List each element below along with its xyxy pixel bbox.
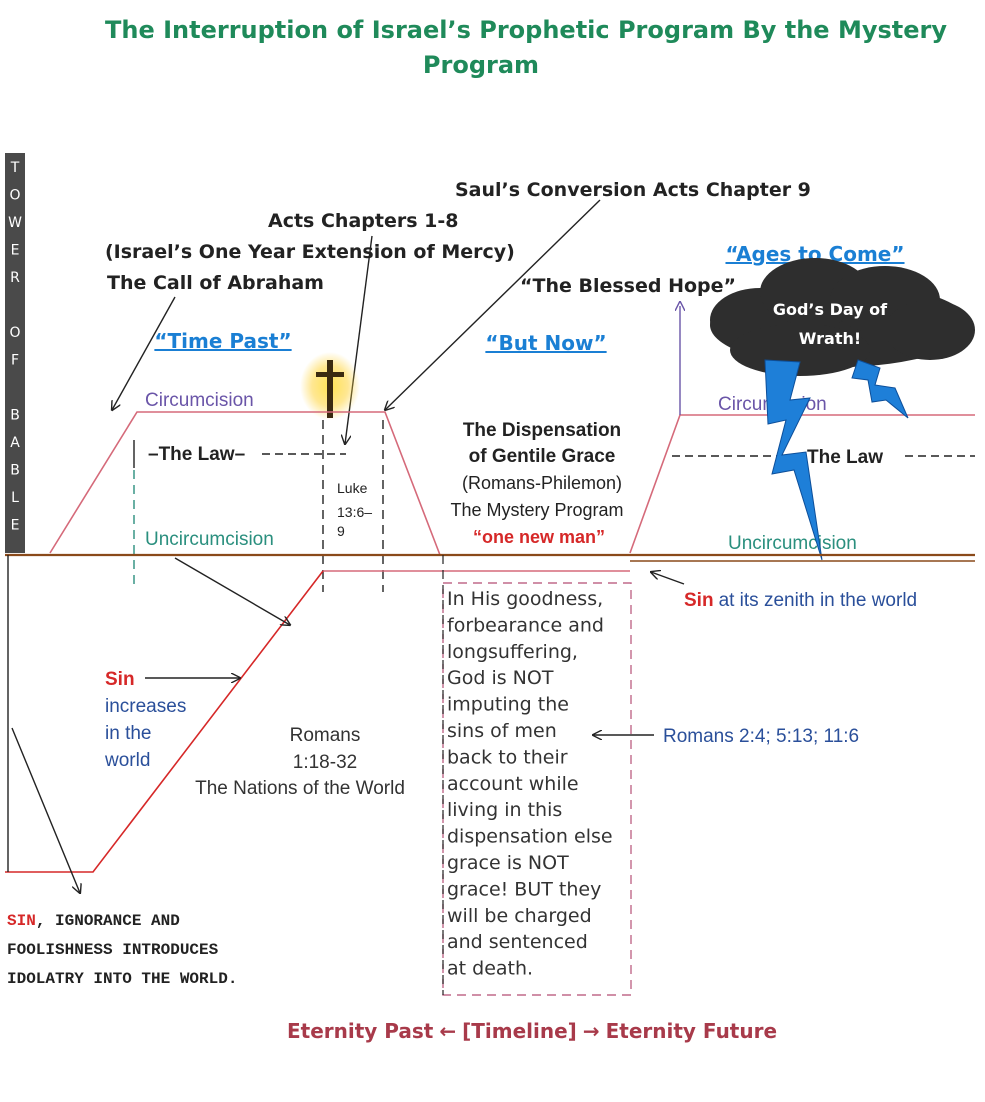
dispensation-line-3: (Romans-Philemon)	[462, 473, 622, 493]
acts-1-8-label: Acts Chapters 1-8	[268, 210, 458, 232]
goodness-box-line: will be charged	[447, 905, 592, 927]
sin-increases-word: Sin	[105, 669, 135, 690]
wrath-cloud-line-1: God’s Day of	[773, 300, 888, 319]
right-arrow-icon: →	[583, 1019, 600, 1043]
sin-rising-line	[5, 570, 324, 873]
tower-letter: E	[11, 243, 20, 259]
time-past-header: “Time Past”	[154, 329, 291, 353]
sin-increases-line-3: in the	[105, 723, 151, 744]
title-line-1: The Interruption of Israel’s Prophetic P…	[105, 16, 947, 44]
tower-to-idolatry-arrow	[11, 727, 80, 893]
law-left-label: –The Law–	[148, 444, 245, 465]
timeline-label: [Timeline]	[462, 1019, 577, 1043]
idolatry-line-1-rest: , IGNORANCE AND	[36, 912, 180, 930]
goodness-box-line: dispensation else	[447, 826, 613, 848]
idolatry-line-1: SIN, IGNORANCE AND	[7, 912, 180, 930]
dispensation-line-1: The Dispensation	[463, 420, 621, 441]
idolatry-sin-word: SIN	[7, 912, 36, 930]
lightning-bolt-small-icon	[851, 359, 909, 419]
left-arrow-icon: ←	[439, 1019, 456, 1043]
lightning-bolt-icon	[764, 359, 823, 561]
circumcision-left-label: Circumcision	[145, 390, 254, 411]
call-of-abraham-label: The Call of Abraham	[107, 272, 324, 294]
tower-letter: W	[8, 215, 22, 231]
sauls-conversion-arrow	[385, 199, 601, 410]
tower-letter: L	[11, 490, 19, 506]
goodness-box-line: grace is NOT	[447, 852, 569, 874]
goodness-box-line: In His goodness,	[447, 588, 603, 610]
wrath-cloud-line-2: Wrath!	[799, 329, 861, 348]
storm-cloud-icon	[710, 258, 975, 376]
tower-letter: B	[10, 408, 20, 424]
goodness-box-line: living in this	[447, 799, 562, 821]
romans-nations-line-3: The Nations of the World	[195, 778, 405, 799]
sin-increases-line-4: world	[104, 750, 150, 771]
goodness-box-line: imputing the	[447, 694, 569, 716]
israel-extension-label: (Israel’s One Year Extension of Mercy)	[105, 241, 515, 263]
goodness-box-text: In His goodness, forbearance and longsuffe…	[447, 588, 613, 980]
tower-of-babel-bar	[5, 153, 25, 553]
goodness-box-line: at death.	[447, 958, 533, 980]
but-now-header: “But Now”	[485, 331, 606, 355]
title-line-2: Program	[423, 51, 539, 79]
sin-zenith-rest: at its zenith in the world	[719, 590, 918, 611]
uncircumcision-to-sin-arrow	[174, 557, 290, 625]
tower-letter: E	[11, 518, 20, 534]
romans-ref-label: Romans 2:4; 5:13; 11:6	[663, 726, 859, 747]
goodness-box-line: back to their	[447, 746, 568, 768]
dispensation-line-2: of Gentile Grace	[469, 446, 616, 467]
sin-increases-line-2: increases	[105, 696, 186, 717]
israel-program-outline-left	[49, 411, 441, 556]
luke-ref-line-3: 9	[337, 523, 345, 539]
sin-zenith-word: Sin	[684, 590, 714, 611]
one-new-man-label: “one new man”	[473, 527, 605, 547]
goodness-box-line: God is NOT	[447, 667, 554, 689]
romans-nations-line-2: 1:18-32	[293, 752, 357, 773]
blessed-hope-label: “The Blessed Hope”	[520, 275, 736, 297]
sin-zenith-arrow	[651, 572, 685, 585]
tower-letter: A	[10, 435, 20, 451]
goodness-box-line: forbearance and	[447, 614, 604, 636]
luke-ref-line-2: 13:6–	[337, 504, 372, 520]
eternity-future-label: Eternity Future	[606, 1019, 777, 1043]
goodness-box-line: grace! BUT they	[447, 878, 601, 900]
romans-nations-line-1: Romans	[290, 725, 361, 746]
tower-letter: F	[11, 353, 19, 369]
tower-letter: B	[10, 463, 20, 479]
goodness-box-line: sins of men	[447, 720, 557, 742]
tower-letter: T	[10, 160, 20, 176]
tower-letter: O	[9, 188, 20, 204]
uncircumcision-right-label: Uncircumcision	[728, 533, 857, 554]
idolatry-line-3: IDOLATRY INTO THE WORLD.	[7, 970, 237, 988]
cross-icon	[300, 352, 360, 420]
law-right-label: The Law	[807, 447, 883, 468]
luke-ref-line-1: Luke	[337, 480, 368, 496]
call-of-abraham-arrow	[112, 296, 176, 410]
idolatry-line-2: FOOLISHNESS INTRODUCES	[7, 941, 219, 959]
eternity-past-label: Eternity Past	[287, 1019, 434, 1043]
tower-letter: R	[10, 270, 20, 286]
goodness-box-line: account while	[447, 773, 579, 795]
tower-letter: O	[9, 325, 20, 341]
sauls-conversion-label: Saul’s Conversion Acts Chapter 9	[455, 179, 811, 201]
timeline-caption: Eternity Past←[Timeline]→Eternity Future	[287, 1019, 777, 1043]
dispensation-line-4: The Mystery Program	[450, 500, 623, 520]
goodness-box-line: and sentenced	[447, 931, 588, 953]
uncircumcision-left-label: Uncircumcision	[145, 529, 274, 550]
goodness-box-line: longsuffering,	[447, 641, 578, 663]
